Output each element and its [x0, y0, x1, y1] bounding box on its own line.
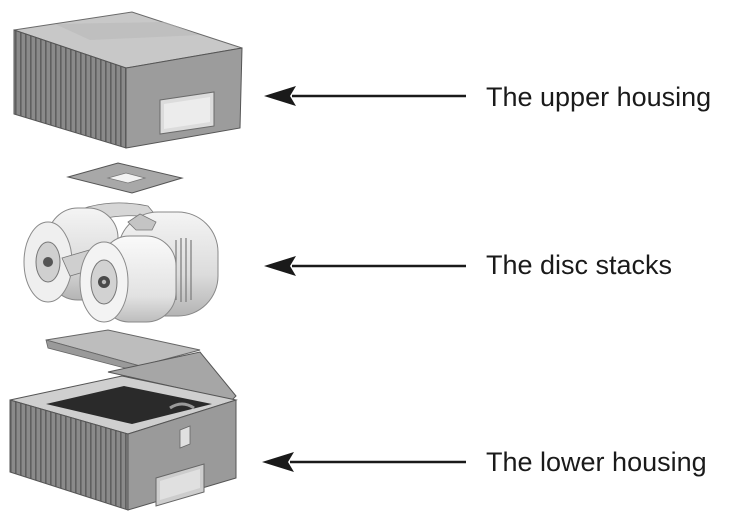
lower-housing: [9, 329, 238, 511]
lower-housing-label: The lower housing: [486, 447, 707, 477]
arrow-lower: [262, 452, 466, 472]
upper-housing: [13, 11, 243, 149]
arrow-disc: [264, 256, 466, 276]
aperture-plate: [66, 162, 184, 194]
upper-housing-label: The upper housing: [486, 82, 712, 112]
disc-stacks-label: The disc stacks: [486, 250, 673, 280]
disc-stacks: [23, 202, 219, 323]
arrow-upper: [264, 86, 466, 106]
